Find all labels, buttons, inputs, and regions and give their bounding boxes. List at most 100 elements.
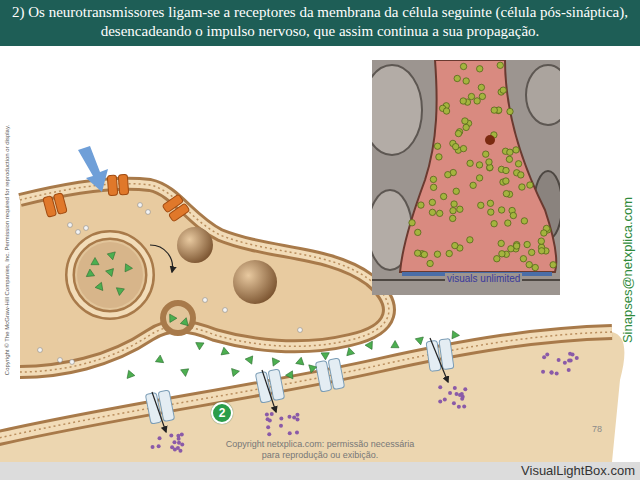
- neurotransmitter: [285, 371, 293, 379]
- micrograph-vesicle: [452, 242, 458, 248]
- micrograph-vesicle: [467, 160, 473, 166]
- ion: [569, 358, 573, 362]
- micrograph-vesicle: [487, 165, 493, 171]
- ion: [70, 360, 75, 365]
- electron-micrograph: [372, 60, 560, 295]
- micrograph-vesicle: [505, 220, 511, 226]
- organelle-sphere: [177, 227, 213, 263]
- micrograph-vesicle: [538, 238, 544, 244]
- micrograph-vesicle: [497, 62, 503, 68]
- ion: [292, 416, 296, 420]
- micrograph-vesicle: [508, 246, 514, 252]
- ion: [563, 361, 567, 365]
- neurotransmitters: [84, 249, 460, 381]
- ion-flow-arrow: [262, 370, 276, 412]
- presynaptic-membrane: [20, 184, 389, 372]
- micrograph-vesicle: [436, 154, 442, 160]
- receptor: [315, 358, 344, 392]
- micrograph-vesicle: [455, 130, 461, 136]
- copyright-note: Copyright netxplica.com: permissão neces…: [225, 439, 415, 461]
- fusing-vesicle: [163, 303, 193, 333]
- neurotransmitter: [452, 331, 460, 340]
- ion: [223, 308, 228, 313]
- ion: [295, 413, 299, 417]
- micrograph-vesicle: [460, 63, 466, 69]
- micrograph-vesicle: [440, 193, 446, 199]
- vesicle-lumen: [77, 242, 143, 308]
- micrograph-vesicle: [500, 87, 506, 93]
- ion: [298, 328, 303, 333]
- ion: [463, 387, 467, 391]
- rect-part: [426, 340, 441, 371]
- micrograph-vesicle: [434, 251, 440, 257]
- rect-part: [168, 203, 190, 222]
- micrograph-vesicle: [430, 184, 436, 190]
- micrograph-vesicle: [429, 209, 435, 215]
- impulse-arrow: [78, 146, 108, 192]
- ion: [266, 425, 270, 429]
- ion-flow-arrow: [152, 392, 166, 432]
- micrograph-vesicle: [467, 237, 473, 243]
- site-credit: Sinapses@netxplica.com: [620, 197, 636, 343]
- ion: [550, 371, 554, 375]
- micrograph-vesicle: [528, 249, 534, 255]
- neurotransmitter: [345, 347, 355, 356]
- ion: [146, 210, 151, 215]
- micrograph-vesicle: [454, 75, 460, 81]
- neurotransmitter: [105, 267, 114, 276]
- ion: [270, 412, 274, 416]
- neurotransmitter: [232, 367, 241, 376]
- ion: [151, 445, 155, 449]
- micrograph-vesicle: [498, 240, 504, 246]
- micrograph-vesicle: [457, 206, 463, 212]
- callout-number: 2: [211, 402, 233, 424]
- organelle-sphere: [233, 260, 277, 304]
- micrograph-vesicle: [478, 84, 484, 90]
- neurotransmitter: [125, 264, 133, 273]
- neurotransmitter: [166, 312, 177, 322]
- page-number: 78: [592, 424, 602, 435]
- ion: [172, 440, 176, 444]
- ion: [557, 358, 561, 362]
- rect-part: [118, 174, 128, 195]
- micrograph-vesicle: [427, 260, 433, 266]
- micrograph-vesicle: [470, 182, 476, 188]
- neurotransmitter: [415, 334, 426, 345]
- ion: [38, 348, 43, 353]
- micrograph-vesicle: [434, 143, 440, 149]
- ion: [138, 203, 143, 208]
- micrograph-vesicle: [468, 93, 474, 99]
- ion: [279, 424, 283, 428]
- ion: [438, 385, 442, 389]
- micrograph-vesicle: [541, 230, 547, 236]
- micrograph-vesicle: [503, 178, 509, 184]
- micrograph-vesicles: [409, 62, 557, 271]
- micrograph-vesicle: [498, 207, 504, 213]
- callout-number: 2: [219, 406, 226, 420]
- ion: [68, 223, 73, 228]
- micrograph-vesicle: [415, 229, 421, 235]
- receptor: [426, 338, 454, 371]
- ion: [542, 355, 546, 359]
- micrograph-vesicle: [414, 250, 420, 256]
- ion-channel: [43, 193, 67, 217]
- micrograph-vesicle: [491, 221, 497, 227]
- ion: [453, 386, 457, 390]
- micrograph-vesicle: [462, 118, 468, 124]
- micrograph-vesicle: [430, 176, 436, 182]
- micrograph-vesicle: [474, 98, 480, 104]
- presynaptic-terminal: [20, 184, 389, 372]
- micrograph-vesicle: [524, 241, 530, 247]
- ion: [158, 436, 162, 440]
- ion: [58, 358, 63, 363]
- micrograph-vesicle: [526, 261, 532, 267]
- presynaptic-membrane: [20, 184, 389, 372]
- micrograph-vesicle: [445, 171, 451, 177]
- micrograph-vesicle: [409, 220, 415, 226]
- ion: [443, 397, 447, 401]
- ion: [438, 399, 442, 403]
- micrograph-vesicle: [488, 209, 494, 215]
- micrograph-vesicle: [429, 199, 435, 205]
- ion: [177, 441, 181, 445]
